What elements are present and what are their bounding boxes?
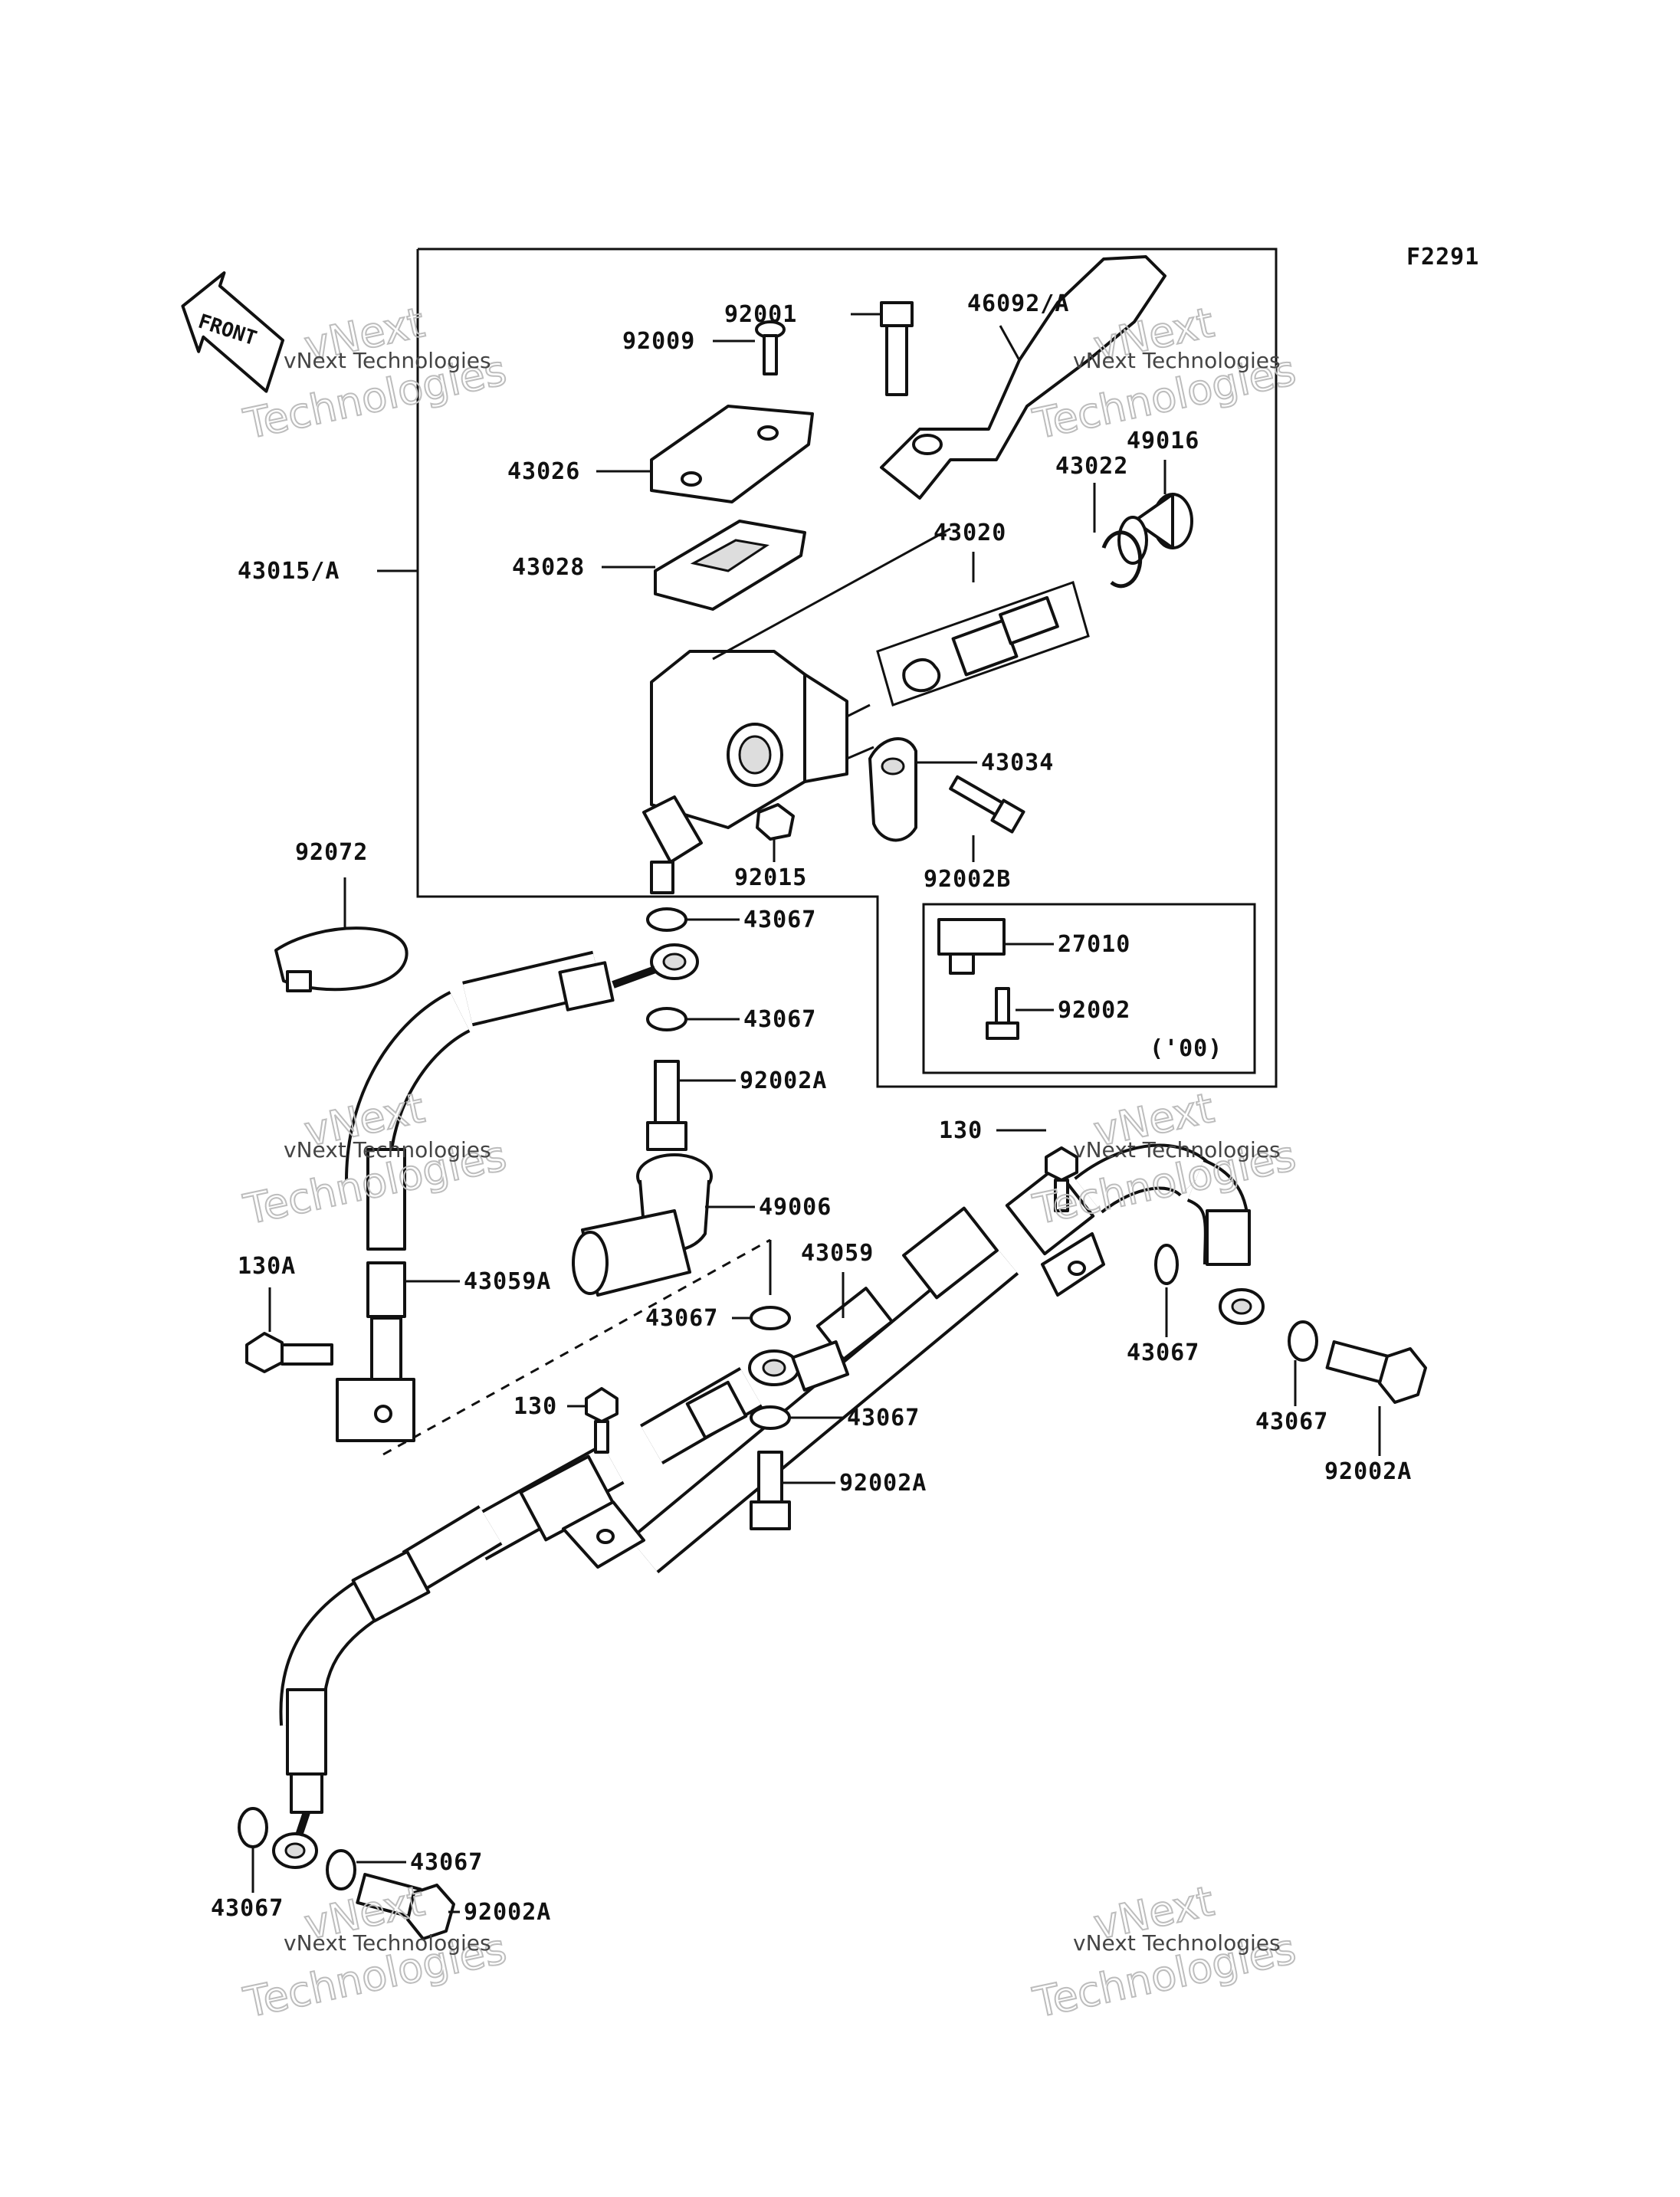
banjo-bolt-92002A-d: 92002A <box>356 1873 551 1940</box>
screw-92009: 92009 <box>622 320 786 375</box>
label-43067-a: 43067 <box>743 907 816 933</box>
master-cylinder-body <box>642 527 951 894</box>
banjo-bolt-92002A-b: 92002A <box>1324 1340 1427 1485</box>
brake-lever-46092A: 46092/A <box>880 255 1166 500</box>
label-43067-f: 43067 <box>847 1405 920 1431</box>
banjo-bolt-92002A-a: 92002A <box>646 1060 827 1151</box>
brake-hose-43059A: 43059A <box>336 943 771 1456</box>
label-130-b: 130 <box>514 1393 557 1420</box>
label-92002B: 92002B <box>924 866 1011 893</box>
front-arrow-icon: FRONT <box>181 271 285 393</box>
label-43059A: 43059A <box>464 1268 551 1295</box>
label-43026: 43026 <box>507 458 580 485</box>
label-27010: 27010 <box>1058 931 1130 958</box>
joint-49006: 49006 <box>572 1153 832 1297</box>
brake-hose-lower <box>272 1340 850 1869</box>
label-43020: 43020 <box>934 520 1006 546</box>
diaphragm-43028: 43028 <box>512 520 806 611</box>
label-43067-c: 43067 <box>645 1305 718 1332</box>
label-49006: 49006 <box>759 1194 832 1221</box>
label-43022: 43022 <box>1055 453 1128 480</box>
brake-hose-43059: 43059 <box>628 1143 1265 1574</box>
label-92002A-c: 92002A <box>839 1470 927 1497</box>
boot-49016: 49016 <box>1117 428 1199 565</box>
label-group-43015A: 43015/A <box>238 558 418 585</box>
label-43067-h: 43067 <box>410 1849 483 1876</box>
label-92002A-b: 92002A <box>1324 1458 1412 1485</box>
label-43067-b: 43067 <box>743 1006 816 1033</box>
banjo-bolt-92002A-c: 92002A <box>750 1451 927 1530</box>
washer-43067-c: 43067 <box>645 1305 791 1332</box>
svg-text:vNext Technologies: vNext Technologies <box>1073 1930 1281 1956</box>
bolt-130-a: 130 <box>939 1117 1078 1212</box>
label-43034: 43034 <box>981 749 1054 776</box>
label-130A: 130A <box>238 1253 296 1280</box>
note-label: ('00) <box>1150 1035 1222 1062</box>
holder-43034: 43034 <box>868 737 1054 842</box>
label-92002: 92002 <box>1058 997 1130 1024</box>
washer-43067-h: 43067 <box>326 1849 483 1890</box>
label-130-a: 130 <box>939 1117 983 1144</box>
label-43067-d: 43067 <box>1127 1340 1199 1366</box>
svg-text:vNext Technologies: vNext Technologies <box>284 348 491 373</box>
washer-43067-e: 43067 <box>1255 1320 1328 1435</box>
watermark-1: vNext Technologies vNext Technologies <box>239 297 511 449</box>
washer-43067-g: 43067 <box>211 1807 284 1922</box>
reservoir-cap-43026: 43026 <box>507 405 814 503</box>
bolt-130-b: 130 <box>514 1387 619 1454</box>
master-cylinder-box <box>416 248 1278 1088</box>
label-43067-g: 43067 <box>211 1895 284 1922</box>
circlip-43022: 43022 <box>1055 453 1143 589</box>
label-92002A-d: 92002A <box>464 1899 551 1926</box>
washer-43067-f: 43067 <box>750 1405 920 1431</box>
svg-text:vNext Technologies: vNext Technologies <box>284 1137 491 1162</box>
piston-kit-43020: 43020 <box>876 520 1090 707</box>
svg-text:vNext Technologies: vNext Technologies <box>1073 348 1281 373</box>
label-43015A: 43015/A <box>238 558 340 585</box>
label-49016: 49016 <box>1127 428 1199 454</box>
bolt-130A: 130A <box>238 1253 333 1373</box>
washer-43067-a: 43067 <box>646 907 816 933</box>
svg-text:vNext Technologies: vNext Technologies <box>284 1930 491 1956</box>
label-92002A-a: 92002A <box>740 1067 827 1094</box>
label-43067-e: 43067 <box>1255 1408 1328 1435</box>
label-43059: 43059 <box>801 1240 874 1267</box>
figure-code: F2291 <box>1406 244 1479 271</box>
watermark-6: vNext Technologies vNext Technologies <box>1029 1876 1301 2028</box>
label-92009: 92009 <box>622 328 695 355</box>
label-92015: 92015 <box>734 864 807 891</box>
washer-43067-b: 43067 <box>646 1006 816 1033</box>
bolt-92002B: 92002B <box>924 775 1025 893</box>
switch-27010: 27010 <box>937 918 1130 975</box>
label-92072: 92072 <box>295 839 368 866</box>
clamp-band-92072: 92072 <box>274 839 409 992</box>
screw-92002: 92002 ('00) <box>986 987 1222 1062</box>
bolt-92001: 92001 <box>724 301 914 396</box>
label-46092A: 46092/A <box>967 290 1069 317</box>
nut-92015: 92015 <box>734 803 807 891</box>
label-43028: 43028 <box>512 554 585 581</box>
washer-43067-d: 43067 <box>1127 1244 1199 1366</box>
svg-text:vNext Technologies: vNext Technologies <box>1073 1137 1281 1162</box>
